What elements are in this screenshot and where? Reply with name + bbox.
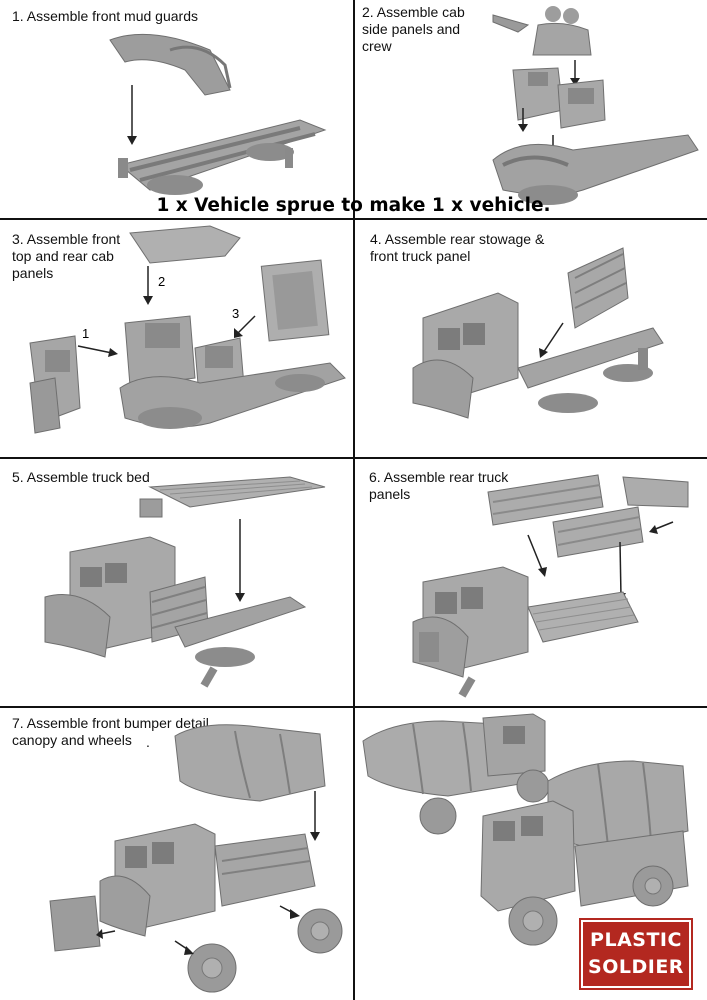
step-7-dot: . — [146, 734, 150, 750]
step-2-label: 2. Assemble cab side panels and crew — [362, 4, 465, 54]
row-divider-2 — [0, 457, 707, 459]
step-3-illustration: 2 3 1 — [29, 225, 346, 434]
step-1-illustration — [109, 33, 327, 195]
step-5-label: 5. Assemble truck bed — [12, 469, 150, 485]
step-2-illustration — [492, 6, 699, 205]
plastic-soldier-logo: PLASTIC SOLDIER — [579, 918, 693, 990]
callout-3: 3 — [232, 306, 239, 321]
step-4-label: 4. Assemble rear stowage & front truck p… — [370, 231, 545, 264]
step-3-label: 3. Assemble front top and rear cab panel… — [12, 231, 121, 281]
step-1-label: 1. Assemble front mud guards — [12, 8, 198, 24]
step-6-illustration — [412, 474, 689, 698]
callout-2: 2 — [158, 274, 165, 289]
step-6-label: 6. Assemble rear truck panels — [369, 469, 509, 502]
row-divider-3 — [0, 706, 707, 708]
callout-1: 1 — [82, 326, 89, 341]
step-7-illustration — [49, 724, 343, 993]
logo-line-1: PLASTIC — [590, 929, 682, 951]
step-5-illustration — [44, 476, 326, 688]
row-divider-1 — [0, 218, 707, 220]
finished-vehicles-illustration — [362, 713, 689, 946]
sprue-banner: 1 x Vehicle sprue to make 1 x vehicle. — [156, 195, 551, 216]
step-4-illustration — [412, 247, 664, 419]
logo-line-2: SOLDIER — [588, 956, 684, 978]
column-divider — [353, 0, 355, 1000]
